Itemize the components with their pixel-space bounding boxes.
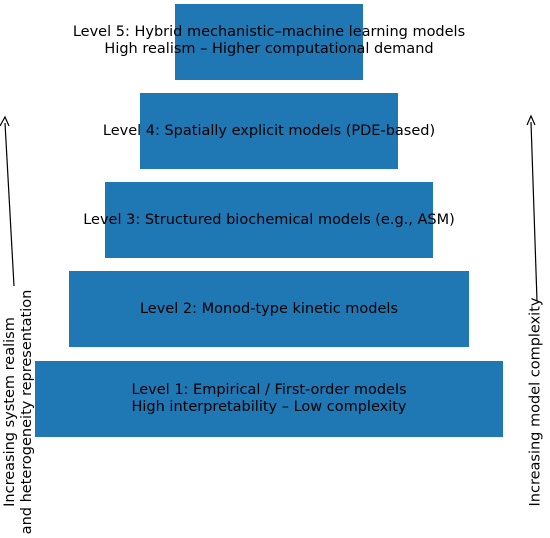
level-2-label: Level 2: Monod-type kinetic models xyxy=(69,271,469,347)
level-5-label: Level 5: Hybrid mechanistic–machine lear… xyxy=(73,4,465,80)
right-axis-label: Increasing model complexity xyxy=(527,297,544,507)
level-4-title: Level 4: Spatially explicit models (PDE-… xyxy=(102,122,436,139)
left-axis-line-1: Increasing system realism xyxy=(2,317,18,507)
level-3-label: Level 3: Structured biochemical models (… xyxy=(83,182,455,258)
level-5-title: Level 5: Hybrid mechanistic–machine lear… xyxy=(72,24,466,40)
level-1-label: Level 1: Empirical / First-order models … xyxy=(35,361,503,437)
level-1-subtitle: High interpretability – Low complexity xyxy=(131,399,407,415)
level-1-title: Level 1: Empirical / First-order models xyxy=(131,382,407,398)
level-4-label: Level 4: Spatially explicit models (PDE-… xyxy=(103,93,435,169)
level-3-title: Level 3: Structured biochemical models (… xyxy=(83,211,455,228)
left-axis-label: Increasing system realism and heterogene… xyxy=(2,287,36,537)
level-5-subtitle: High realism – Higher computational dema… xyxy=(104,41,434,57)
left-up-arrow xyxy=(0,115,15,287)
level-2-title: Level 2: Monod-type kinetic models xyxy=(139,300,399,317)
left-axis-line-2: and heterogeneity representation xyxy=(19,289,35,535)
right-up-arrow xyxy=(526,114,538,302)
